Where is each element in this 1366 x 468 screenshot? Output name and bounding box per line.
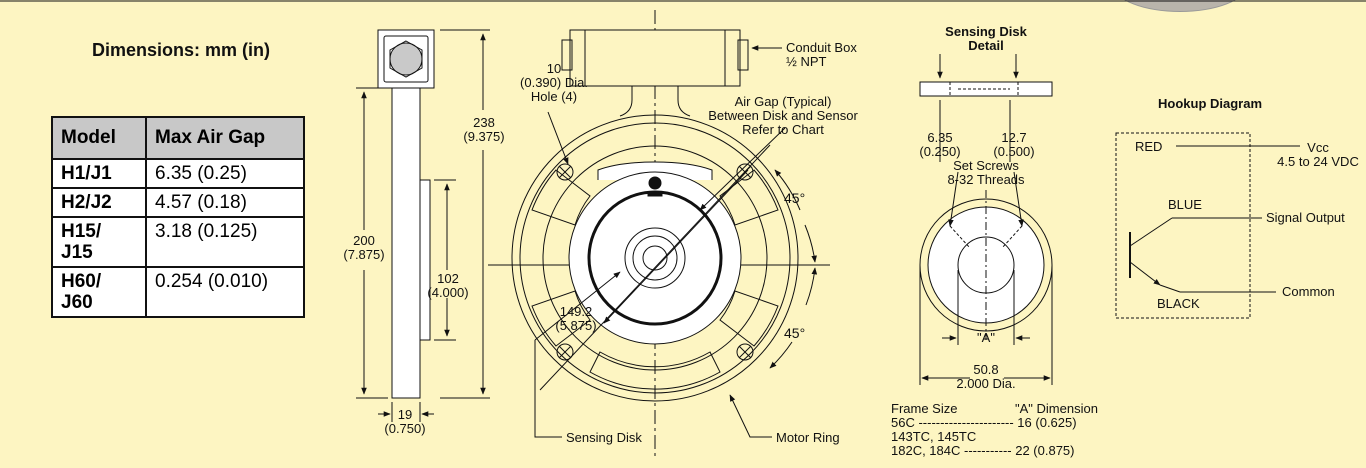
hole-label: 10 (0.390) Dia. Hole (4) [520,61,588,104]
common-label: Common [1282,284,1335,299]
dim-102-label: 102 (4.000) [427,271,469,300]
dim-149-label: 149.2 (5.875) [555,304,597,333]
table-header-row: Model Max Air Gap [51,116,305,160]
vcc-label: Vcc 4.5 to 24 VDC [1277,140,1359,169]
gap-cell: 3.18 (0.125) [145,216,305,268]
dim-508-label: 50.8 2.000 Dia. [956,362,1016,391]
signal-output-label: Signal Output [1266,210,1345,225]
frame-row: 143TC, 145TC [891,429,977,444]
model-cell: H1/J1 [51,158,147,189]
dimensions-title: Dimensions: mm (in) [92,40,271,60]
dim-200-label: 200 (7.875) [343,233,385,262]
frame-size-header: Frame Size [891,401,958,416]
header-max-air-gap: Max Air Gap [145,116,305,160]
gap-cell: 6.35 (0.25) [145,158,305,189]
disk-detail [919,54,1053,385]
wire-blue-label: BLUE [1168,197,1202,212]
front-view [488,10,830,460]
frame-row: 182C, 184C ----------- 22 (0.875) [891,443,1075,458]
air-gap-label: Air Gap (Typical) Between Disk and Senso… [708,94,858,137]
a-dimension-header: "A" Dimension [1015,401,1098,416]
conduit-box-label: Conduit Box ½ NPT [786,40,857,69]
side-view [356,29,490,422]
header-model: Model [51,116,147,160]
dim-19-label: 19 (0.750) [384,407,426,436]
wire-black-label: BLACK [1157,296,1200,311]
table-row: H60/ J60 0.254 (0.010) [51,266,305,318]
dim-635-label: 6.35 (0.250) [919,130,961,159]
gap-cell: 0.254 (0.010) [145,266,305,318]
dim-238-label: 238 (9.375) [463,115,505,144]
model-cell: H15/ J15 [51,216,147,268]
angle-bottom-label: 45° [784,325,806,341]
disk-detail-title: Sensing Disk Detail [945,24,1027,53]
set-screws-label: Set Screws 8-32 Threads [947,158,1025,187]
model-cell: H60/ J60 [51,266,147,318]
angle-top-label: 45° [784,190,806,206]
hookup-diagram [1115,132,1300,319]
a-dimension-label: "A" [977,330,995,345]
table-row: H2/J2 4.57 (0.18) [51,187,305,218]
dim-127-label: 12.7 (0.500) [993,130,1035,159]
frame-row: 56C ---------------------- 16 (0.625) [891,415,1077,430]
air-gap-table: Model Max Air Gap H1/J1 6.35 (0.25) H2/J… [51,116,305,318]
hookup-title: Hookup Diagram [1158,96,1263,111]
sensing-disk-label: Sensing Disk [566,430,642,445]
table-row: H15/ J15 3.18 (0.125) [51,216,305,268]
table-row: H1/J1 6.35 (0.25) [51,158,305,189]
gap-cell: 4.57 (0.18) [145,187,305,218]
motor-ring-label: Motor Ring [776,430,840,445]
model-cell: H2/J2 [51,187,147,218]
wire-red-label: RED [1135,139,1163,154]
